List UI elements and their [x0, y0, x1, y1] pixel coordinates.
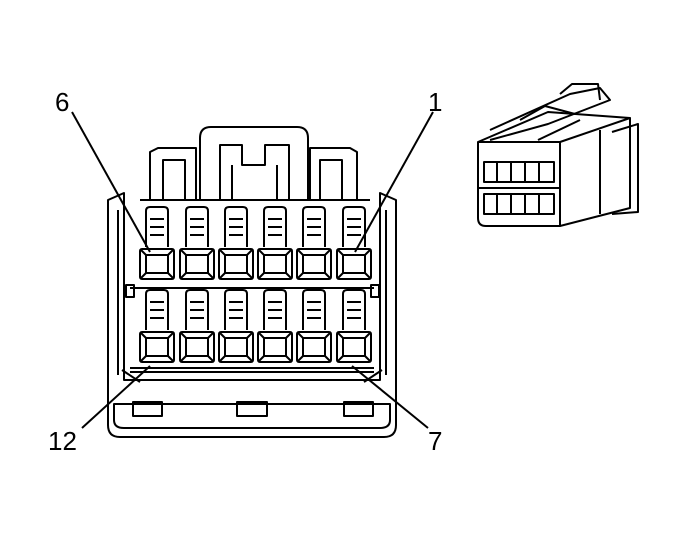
cavity — [139, 289, 175, 363]
connector-iso-view — [477, 83, 639, 227]
cavity — [218, 206, 254, 280]
leader-line-1 — [354, 111, 434, 253]
connector-housing — [107, 192, 397, 438]
leader-line-12 — [81, 365, 151, 429]
pin-label-6: 6 — [55, 87, 70, 117]
cavity — [257, 206, 293, 280]
cavity — [296, 206, 332, 280]
cavity — [179, 206, 215, 280]
cavity — [218, 289, 254, 363]
leader-line-6 — [71, 111, 151, 253]
pin-label-12: 12 — [48, 426, 77, 456]
leader-lines — [71, 111, 434, 429]
pin-label-1: 1 — [428, 87, 443, 117]
cavity — [257, 289, 293, 363]
cavity — [336, 289, 372, 363]
cavity — [296, 289, 332, 363]
leader-line-7 — [351, 365, 429, 429]
cavity — [179, 289, 215, 363]
cavity-grid — [139, 206, 372, 363]
cavity — [336, 206, 372, 280]
pin-label-7: 7 — [428, 426, 443, 456]
cavity — [139, 206, 175, 280]
top-latch — [140, 126, 370, 201]
